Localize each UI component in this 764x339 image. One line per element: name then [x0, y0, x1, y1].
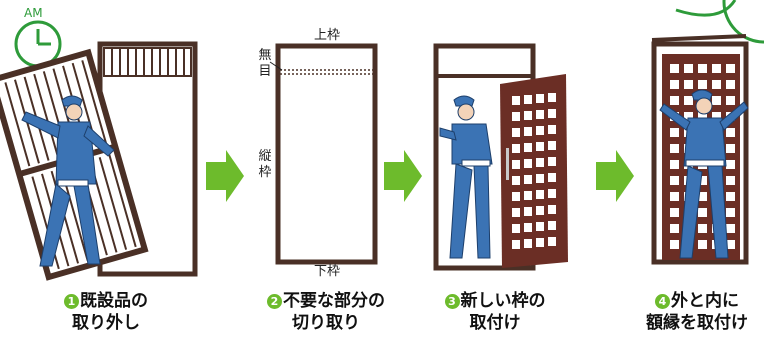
step-caption-line1: 外と内に	[671, 291, 739, 311]
arrow-icon	[206, 150, 244, 202]
step-caption-line2: 額縁を取付け	[646, 313, 748, 333]
unused-label-1: 無	[258, 48, 272, 63]
step-caption-line2: 切り取り	[292, 313, 360, 333]
clock-am-label: AM	[24, 6, 43, 20]
step3-illustration	[433, 43, 568, 271]
clock-icon-corner	[675, 0, 764, 44]
step-number-badge: 1	[64, 294, 79, 309]
step1-illustration	[0, 41, 198, 281]
step2-illustration	[269, 43, 378, 265]
step-caption-line2: 取付け	[469, 313, 521, 333]
step-number-badge: 3	[444, 294, 460, 309]
worker-figure-4	[659, 89, 749, 259]
side-frame-label-2: 枠	[258, 165, 272, 180]
step-caption-line1: 既設品の	[80, 291, 148, 311]
worker-figure-1	[21, 95, 115, 267]
step-number-badge: 2	[267, 294, 282, 309]
side-frame-label-1: 縦	[258, 149, 272, 164]
arrow-icon	[384, 150, 422, 202]
worker-figure-3	[439, 95, 493, 259]
arrow-icon	[596, 150, 634, 202]
top-frame-label: 上枠	[314, 28, 341, 43]
unused-label-2: 目	[258, 64, 272, 79]
bottom-frame-label: 下枠	[314, 264, 341, 279]
step-caption-line2: 取り外し	[72, 313, 140, 333]
step4-illustration	[651, 34, 749, 265]
step-number-badge: 4	[655, 294, 670, 309]
step-caption-line1: 新しい枠の	[460, 291, 546, 311]
step-caption-line1: 不要な部分の	[283, 291, 385, 311]
